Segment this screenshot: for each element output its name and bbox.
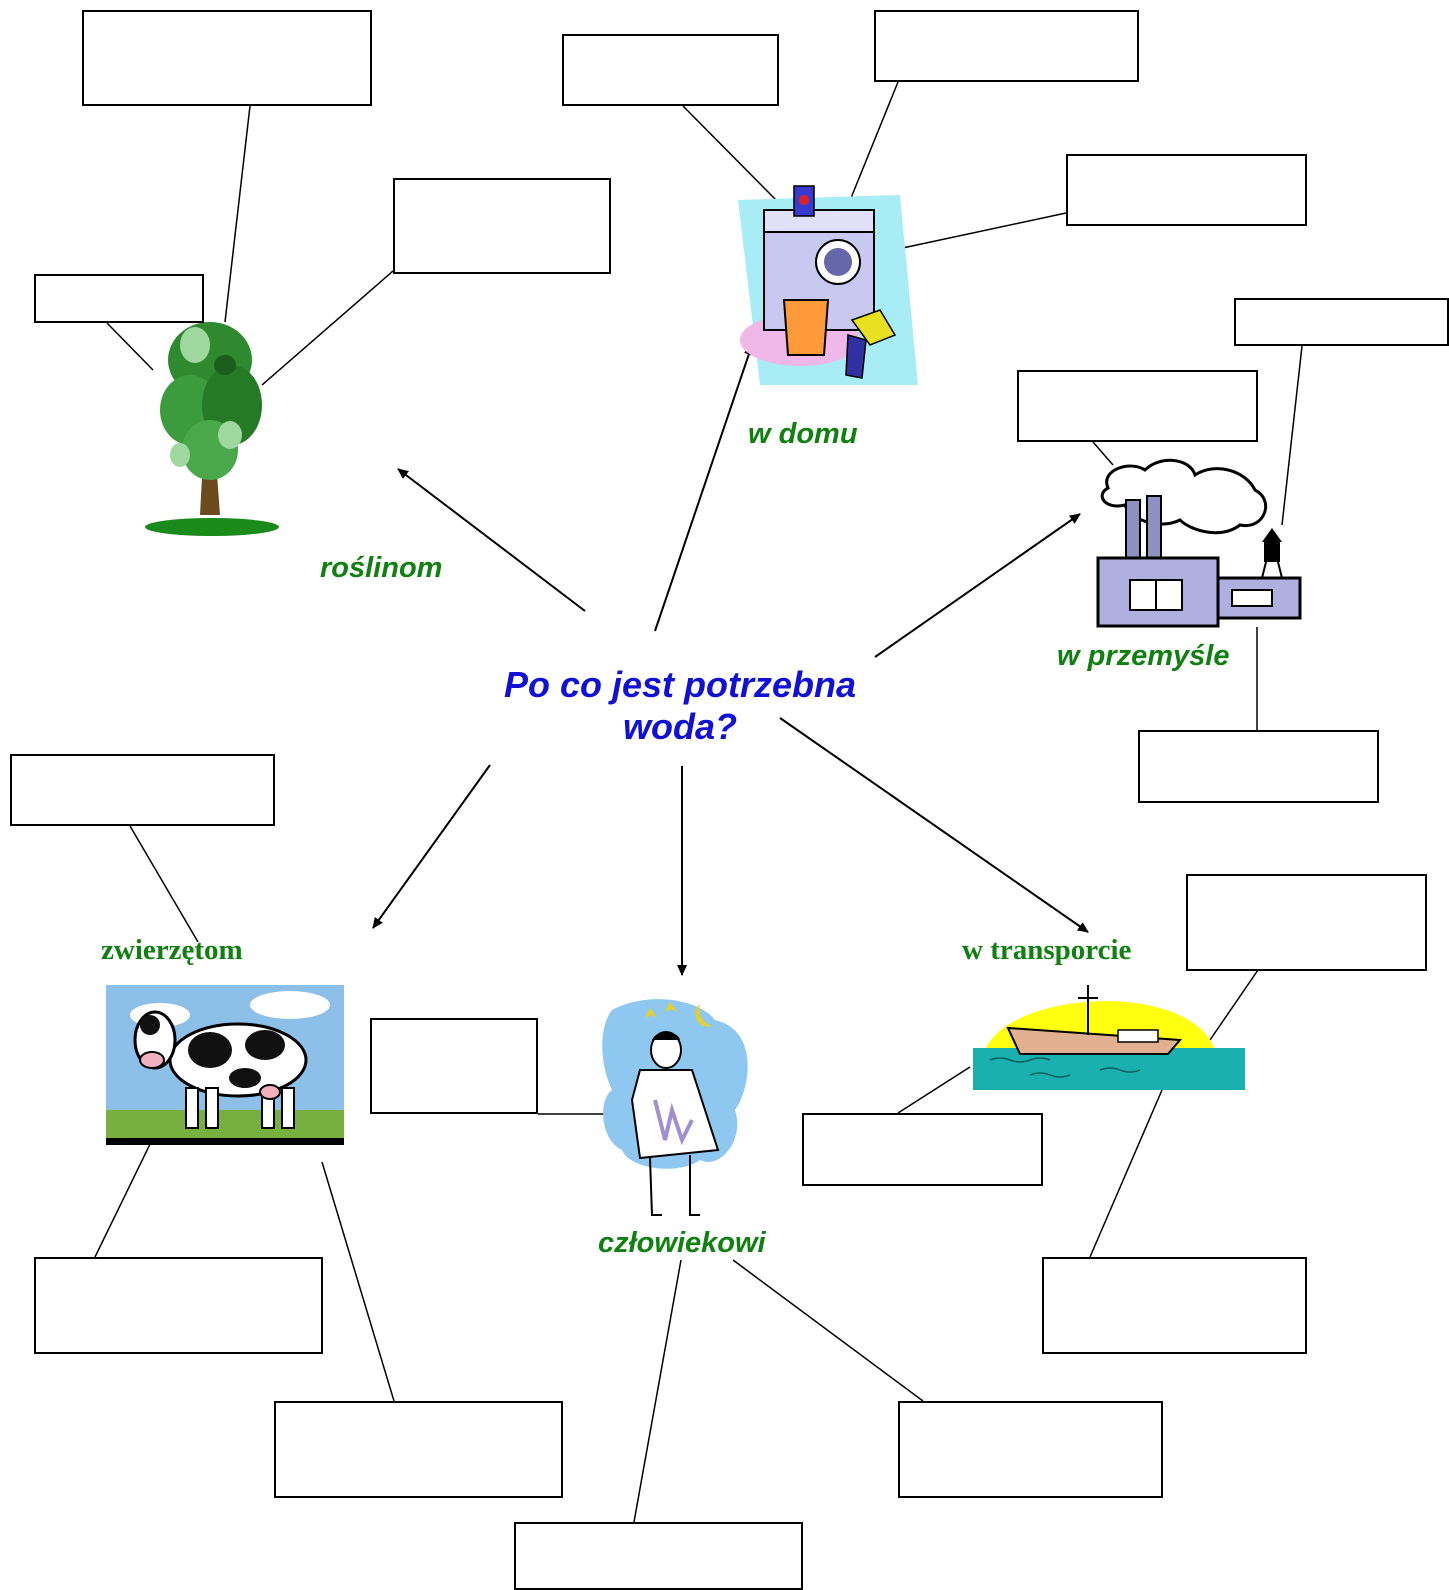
answer-box-home-right[interactable]	[1066, 154, 1307, 226]
arrow-to-animals	[372, 764, 491, 929]
arrow-to-plants	[397, 468, 586, 612]
answer-box-human-right[interactable]	[898, 1401, 1163, 1498]
tree-icon	[145, 322, 279, 536]
arrow-to-transport	[779, 717, 1089, 933]
answer-box-transport-bottom[interactable]	[1042, 1257, 1307, 1354]
arrow-to-home	[654, 344, 754, 632]
central-question-line1: Po co jest potrzebna	[503, 664, 857, 705]
answer-box-human-left[interactable]	[370, 1018, 538, 1114]
washing-machine-icon	[738, 185, 918, 385]
answer-box-plants-top[interactable]	[82, 10, 372, 106]
connector-lines	[94, 81, 1303, 1523]
answer-box-animals-bottom-right[interactable]	[274, 1401, 563, 1498]
answer-box-home-top[interactable]	[874, 10, 1139, 82]
answer-box-human-bottom[interactable]	[514, 1522, 803, 1590]
label-transport: w transporcie	[962, 934, 1132, 966]
central-question: Po co jest potrzebna woda?	[470, 664, 890, 748]
answer-box-transport-top[interactable]	[1186, 874, 1427, 971]
answer-box-plants-right[interactable]	[393, 178, 611, 274]
man-icon	[602, 999, 748, 1216]
label-human: człowiekowi	[598, 1227, 766, 1259]
central-question-line2: woda?	[623, 706, 737, 747]
arrows	[372, 344, 1089, 976]
cow-icon	[106, 985, 344, 1145]
answer-box-industry-bottom[interactable]	[1138, 730, 1379, 803]
answer-box-animals-bottom-left[interactable]	[34, 1257, 323, 1354]
ship-icon	[973, 985, 1245, 1090]
answer-box-plants-left[interactable]	[34, 274, 204, 323]
answer-box-industry-left[interactable]	[1017, 370, 1258, 442]
answer-box-transport-left[interactable]	[802, 1113, 1043, 1186]
answer-box-animals-top[interactable]	[10, 754, 275, 826]
answer-box-industry-top[interactable]	[1234, 298, 1449, 346]
factory-icon	[1096, 458, 1302, 628]
label-industry: w przemyśle	[1057, 640, 1230, 672]
label-home: w domu	[748, 418, 858, 450]
label-animals: zwierzętom	[101, 934, 243, 966]
label-plants: roślinom	[320, 552, 443, 584]
answer-box-home-left[interactable]	[562, 34, 779, 106]
arrow-to-industry	[874, 513, 1081, 658]
